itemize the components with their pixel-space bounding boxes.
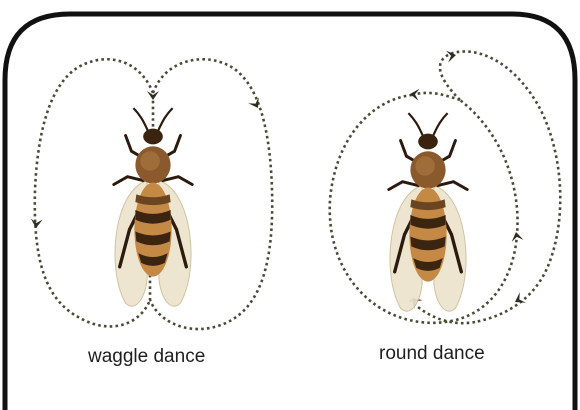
round-arrowhead-lower [512, 292, 526, 307]
round-dance-caption: round dance [379, 343, 485, 365]
waggle-dance-caption: waggle dance [88, 346, 205, 368]
round-bee-image [389, 113, 467, 311]
waggle-bee-image [114, 108, 192, 306]
